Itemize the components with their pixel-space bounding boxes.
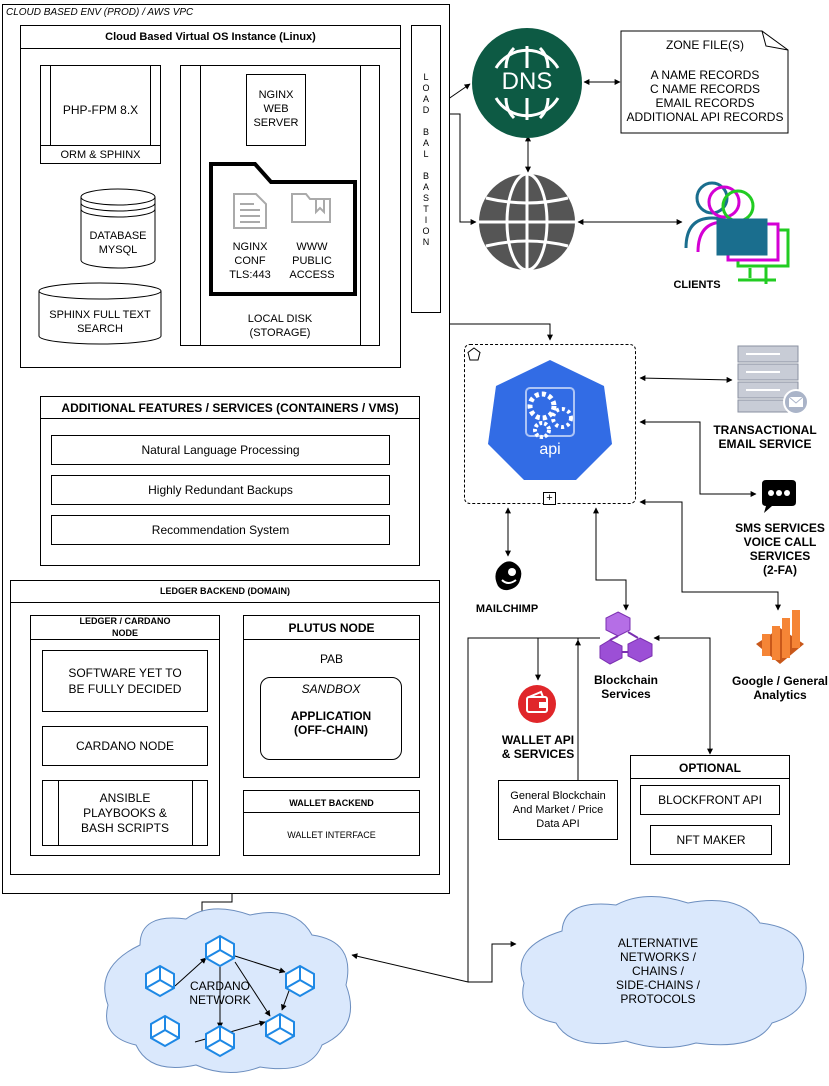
- internet-globe-icon: [479, 172, 575, 272]
- market-data-api-label: General Blockchain And Market / Price Da…: [510, 790, 606, 830]
- php-inner-right: [150, 65, 151, 145]
- document-icon: [233, 193, 267, 229]
- sphinx-cylinder: [38, 282, 162, 345]
- zone-file-shape: [620, 30, 789, 134]
- kubernetes-api-icon: [488, 360, 612, 480]
- dns-icon: [472, 28, 582, 138]
- plutus-divider: [243, 639, 420, 640]
- nft-maker: NFT MAKER: [650, 825, 772, 855]
- database-cylinder: [80, 188, 156, 269]
- transactional-email-label: TRANSACTIONAL EMAIL SERVICE: [713, 423, 817, 451]
- analytics-label: Google / General Analytics: [731, 674, 829, 702]
- clients-icon: [684, 181, 790, 284]
- email-server-icon: [737, 345, 809, 414]
- feature-backups: Highly Redundant Backups: [51, 475, 390, 505]
- api-label: api: [539, 441, 561, 458]
- orm-label: ORM & SPHINX: [60, 149, 141, 161]
- sphinx-label: SPHINX FULL TEXT SEARCH: [49, 309, 151, 335]
- wallet-icon: [518, 685, 556, 723]
- blockfront-api: BLOCKFRONT API: [640, 785, 780, 815]
- software-undecided: SOFTWARE YET TO BE FULLY DECIDED: [42, 650, 208, 712]
- nginx-conf-label: NGINX CONF TLS:443: [229, 241, 271, 281]
- ledger-title-divider: [10, 602, 440, 603]
- feature-backups-label: Highly Redundant Backups: [148, 483, 293, 497]
- sms-chat-icon: [762, 480, 796, 513]
- vpc-title: CLOUD BASED ENV (PROD) / AWS VPC: [6, 7, 194, 18]
- features-title: ADDITIONAL FEATURES / SERVICES (CONTAINE…: [61, 401, 399, 415]
- folder-bookmark-icon: [291, 193, 331, 223]
- pab-label: PAB: [319, 652, 344, 666]
- dns-label: DNS: [501, 68, 553, 95]
- zone-file-records: A NAME RECORDS C NAME RECORDS EMAIL RECO…: [626, 68, 784, 124]
- ansible-label: ANSIBLE PLAYBOOKS & BASH SCRIPTS: [80, 790, 170, 835]
- zone-file-title: ZONE FILE(S): [665, 38, 744, 52]
- load-balancer-bastion: [411, 25, 441, 313]
- wallet-interface-label: WALLET INTERFACE: [287, 830, 376, 840]
- php-fpm-box: [40, 65, 161, 164]
- plutus-title: PLUTUS NODE: [288, 621, 375, 635]
- software-label: SOFTWARE YET TO BE FULLY DECIDED: [68, 666, 182, 696]
- sms-services-label: SMS SERVICES VOICE CALL SERVICES (2-FA): [735, 521, 825, 577]
- mailchimp-label: MAILCHIMP: [475, 603, 539, 615]
- local-disk-label: LOCAL DISK (STORAGE): [247, 313, 313, 339]
- optional-divider: [630, 778, 790, 779]
- market-data-api: General Blockchain And Market / Price Da…: [498, 780, 618, 840]
- analytics-icon: [756, 610, 804, 664]
- blockchain-icon: [599, 611, 653, 665]
- ledger-node-title: LEDGER / CARDANO NODE: [79, 616, 171, 638]
- mailchimp-icon: [489, 557, 527, 595]
- database-label: DATABASE MYSQL: [89, 230, 147, 256]
- feature-recommendation: Recommendation System: [51, 515, 390, 545]
- folder-storage: [209, 162, 357, 296]
- features-title-divider: [40, 418, 420, 419]
- sandbox-box: [260, 677, 402, 760]
- web-frame-inner-right: [360, 65, 361, 346]
- pentagon-icon: [467, 347, 481, 361]
- api-expand-button[interactable]: +: [543, 492, 556, 505]
- wallet-backend: [243, 790, 420, 856]
- wallet-backend-title: WALLET BACKEND: [289, 798, 374, 808]
- blockchain-services-label: Blockchain Services: [593, 673, 659, 701]
- ledger-node-divider: [30, 639, 220, 640]
- blockfront-api-label: BLOCKFRONT API: [658, 793, 762, 807]
- application-label: APPLICATION (OFF-CHAIN): [290, 709, 372, 737]
- cardano-node: CARDANO NODE: [42, 726, 208, 766]
- clients-label: CLIENTS: [673, 279, 721, 291]
- wallet-api-label: WALLET API & SERVICES: [501, 733, 575, 761]
- ledger-title: LEDGER BACKEND (DOMAIN): [160, 586, 290, 596]
- feature-nlp-label: Natural Language Processing: [141, 443, 300, 457]
- alternative-networks-cloud: [520, 895, 807, 1049]
- www-label: WWW PUBLIC ACCESS: [289, 241, 335, 281]
- alternative-networks-label: ALTERNATIVE NETWORKS / CHAINS / SIDE-CHA…: [615, 936, 700, 1006]
- php-label: PHP-FPM 8.X: [62, 103, 139, 117]
- feature-nlp: Natural Language Processing: [51, 435, 390, 465]
- cardano-node-label: CARDANO NODE: [75, 739, 174, 753]
- web-frame-inner-left: [200, 65, 201, 346]
- cardano-network-label: CARDANO NETWORK: [189, 979, 251, 1007]
- vm-title-divider: [20, 48, 401, 49]
- nginx-label: NGINX WEB SERVER: [253, 89, 299, 129]
- sandbox-label: SANDBOX: [301, 682, 361, 696]
- php-inner-left: [50, 65, 51, 145]
- ansible-inner-left: [58, 780, 59, 846]
- ansible-playbooks: ANSIBLE PLAYBOOKS & BASH SCRIPTS: [42, 780, 208, 846]
- feature-recommendation-label: Recommendation System: [151, 523, 290, 537]
- wallet-backend-divider: [243, 812, 420, 813]
- php-divider: [40, 145, 161, 146]
- load-balancer-label: L O A D B A L B A S T I O N: [422, 72, 430, 247]
- optional-title: OPTIONAL: [679, 761, 741, 775]
- ansible-inner-right: [192, 780, 193, 846]
- vm-title: Cloud Based Virtual OS Instance (Linux): [105, 31, 316, 43]
- nft-maker-label: NFT MAKER: [676, 833, 746, 847]
- cardano-nodes-graph: [145, 934, 315, 1058]
- nginx-web-server: [246, 74, 306, 146]
